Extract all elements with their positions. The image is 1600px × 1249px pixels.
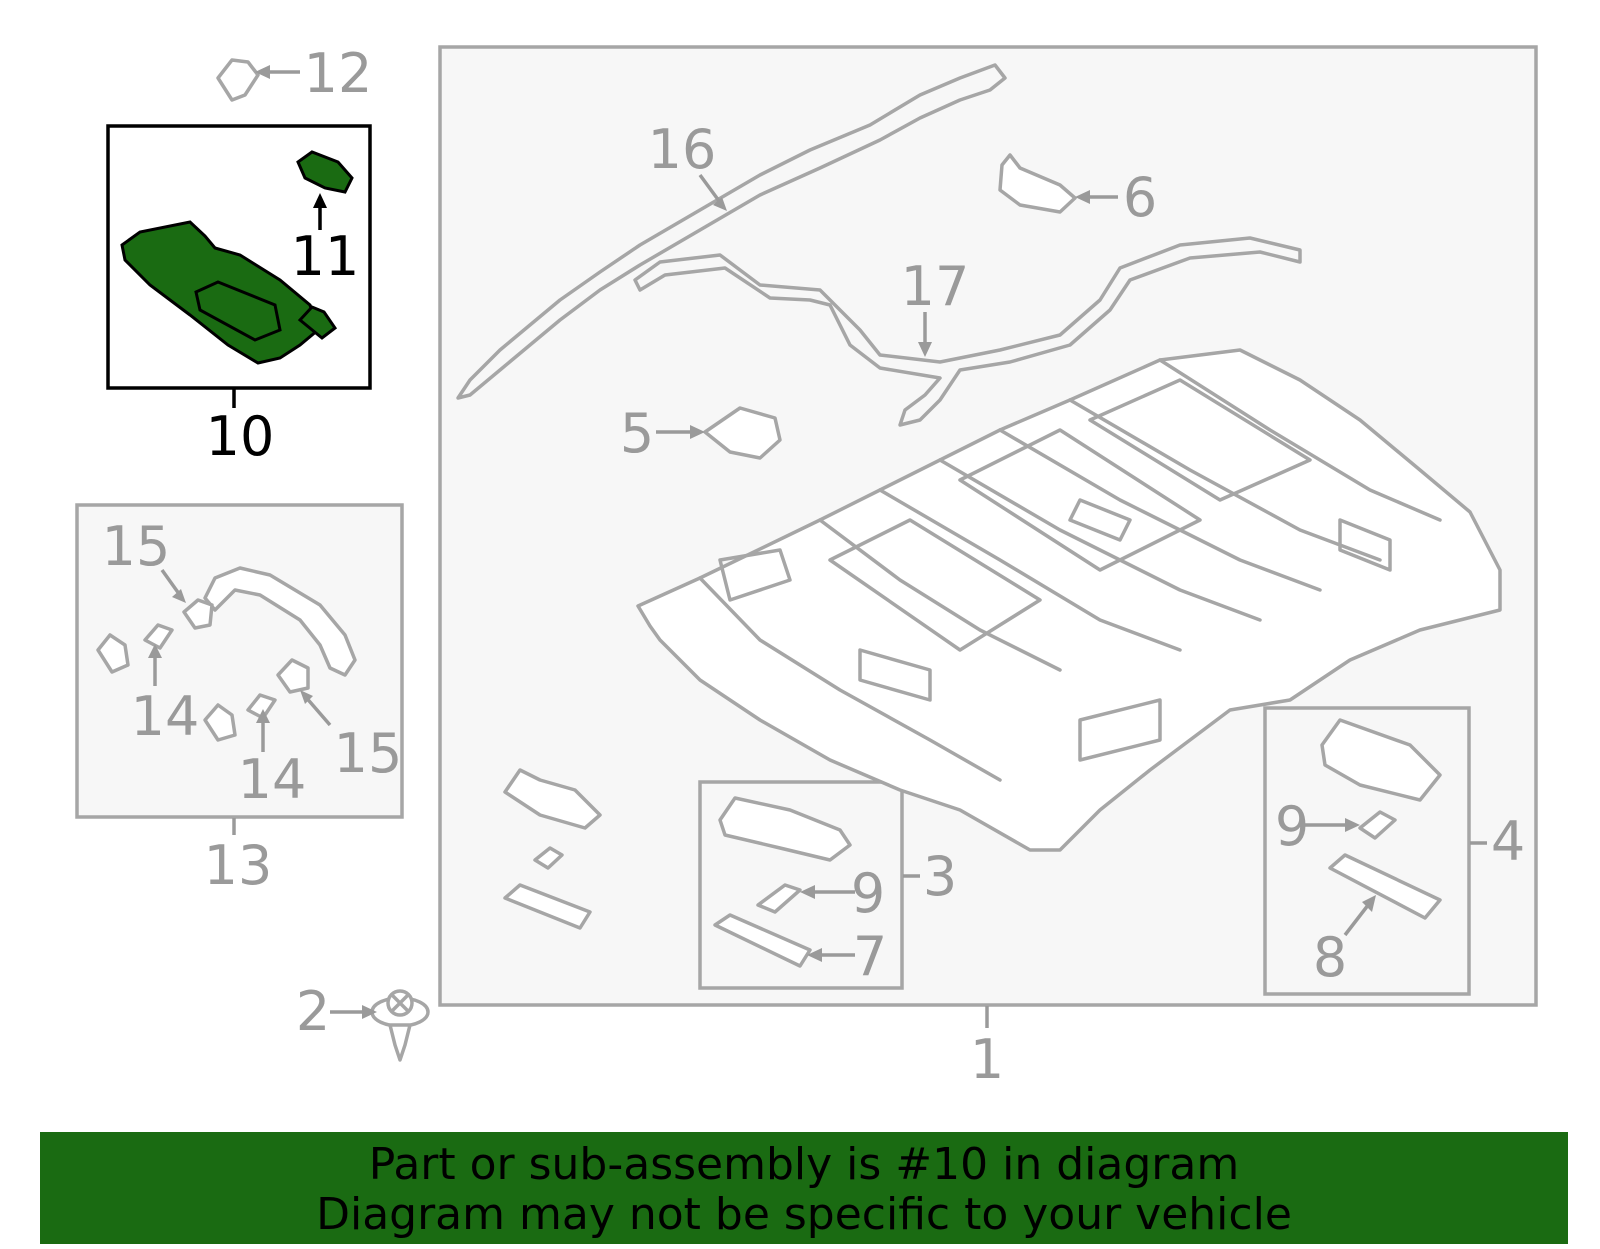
lens-loose xyxy=(503,883,592,930)
part-15-cap-b xyxy=(276,658,310,694)
handle-bracket-a xyxy=(96,633,130,674)
callout-17: 17 xyxy=(901,255,970,318)
callout-15-top: 15 xyxy=(102,515,171,578)
info-banner: Part or sub-assembly is #10 in diagram D… xyxy=(40,1132,1568,1244)
part-3-lamp xyxy=(718,796,852,862)
part-12-clip xyxy=(216,58,260,102)
callout-12: 12 xyxy=(304,42,373,105)
part-14-clip-b xyxy=(246,693,277,720)
callout-6: 6 xyxy=(1123,166,1157,229)
part-9-bulb-b xyxy=(1358,810,1397,840)
part-4-lamp xyxy=(1320,718,1442,802)
callout-16: 16 xyxy=(648,118,717,181)
wire-harness-16 xyxy=(456,63,1007,400)
part-7-lens xyxy=(713,913,812,968)
banner-line-1: Part or sub-assembly is #10 in diagram xyxy=(368,1139,1240,1190)
handle-bracket-b xyxy=(203,703,237,742)
callout-2: 2 xyxy=(296,980,330,1043)
part-9-bulb-a xyxy=(756,883,802,914)
callout-9-room-lamp: 9 xyxy=(1275,795,1309,858)
part-2-screw xyxy=(370,989,430,1062)
headliner-drawing xyxy=(636,348,1502,852)
part-15-cap-a xyxy=(182,598,214,630)
callout-4: 4 xyxy=(1491,810,1525,873)
lamp-housing-loose xyxy=(503,768,602,830)
callout-8: 8 xyxy=(1313,926,1347,989)
part-8-lens xyxy=(1328,853,1442,920)
callout-14-right: 14 xyxy=(238,748,307,811)
bulb-loose xyxy=(533,846,564,870)
callout-5: 5 xyxy=(620,402,654,465)
callout-13: 13 xyxy=(204,834,273,897)
grab-handle xyxy=(203,566,357,677)
callout-3: 3 xyxy=(923,845,957,908)
banner-line-2: Diagram may not be specific to your vehi… xyxy=(316,1189,1292,1240)
callout-11: 11 xyxy=(291,225,360,288)
callout-14-left: 14 xyxy=(131,685,200,748)
part-11-cap[interactable] xyxy=(296,150,354,194)
wire-harness-17 xyxy=(633,236,1302,427)
callout-10: 10 xyxy=(206,405,275,468)
callout-7: 7 xyxy=(853,925,887,988)
callout-15-bottom: 15 xyxy=(334,722,403,785)
part-6-lamp xyxy=(998,153,1077,214)
callout-9-map-lamp: 9 xyxy=(851,862,885,925)
part-5-clip xyxy=(703,406,782,460)
callout-1: 1 xyxy=(970,1028,1004,1091)
